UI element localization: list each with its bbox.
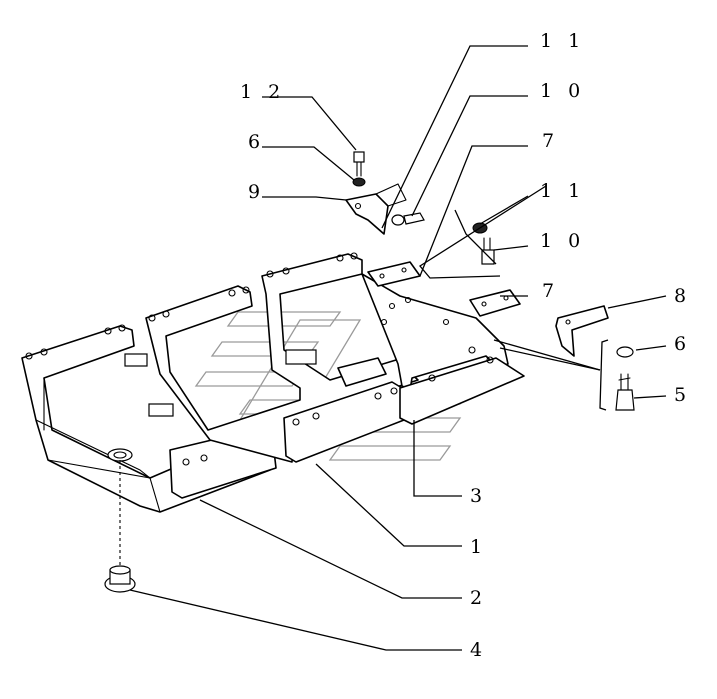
bolt-12 [353, 151, 365, 177]
callout-2: 2 [470, 587, 487, 609]
callout-7-mid: 7 [542, 280, 559, 302]
bracket-9 [345, 183, 407, 235]
plug-4 [104, 565, 136, 593]
callout-10-mid: 1 0 [540, 230, 585, 252]
callout-12: 1 2 [240, 81, 285, 103]
bracket-7-top [367, 261, 421, 287]
callout-5: 5 [674, 384, 691, 406]
washer-6-right [616, 346, 634, 358]
callout-6-right: 6 [674, 333, 691, 355]
callout-3: 3 [470, 485, 487, 507]
floor-plate-left [21, 324, 277, 513]
bracket-8 [555, 305, 609, 357]
callout-8: 8 [674, 285, 691, 307]
callout-11-top: 1 1 [540, 30, 585, 52]
washer-6-top [352, 177, 366, 187]
callout-6-top: 6 [248, 131, 265, 153]
callout-11-mid: 1 1 [540, 180, 585, 202]
group-bracket-6-5 [599, 339, 609, 411]
callout-1: 1 [470, 536, 487, 558]
callout-labels: 1 2 1 1 1 0 6 9 7 1 1 1 0 7 8 6 5 3 1 2 … [240, 30, 691, 661]
bracket-7-mid [469, 289, 521, 317]
floor-plate-right [361, 273, 525, 425]
callout-7-top: 7 [542, 130, 559, 152]
callout-10-top: 1 0 [540, 80, 585, 102]
bolt-10-top [403, 212, 425, 225]
washer-11-top [391, 214, 405, 226]
bolt-5 [615, 373, 635, 411]
callout-4: 4 [470, 639, 487, 661]
leader-lines [129, 45, 667, 651]
callout-9: 9 [248, 181, 265, 203]
